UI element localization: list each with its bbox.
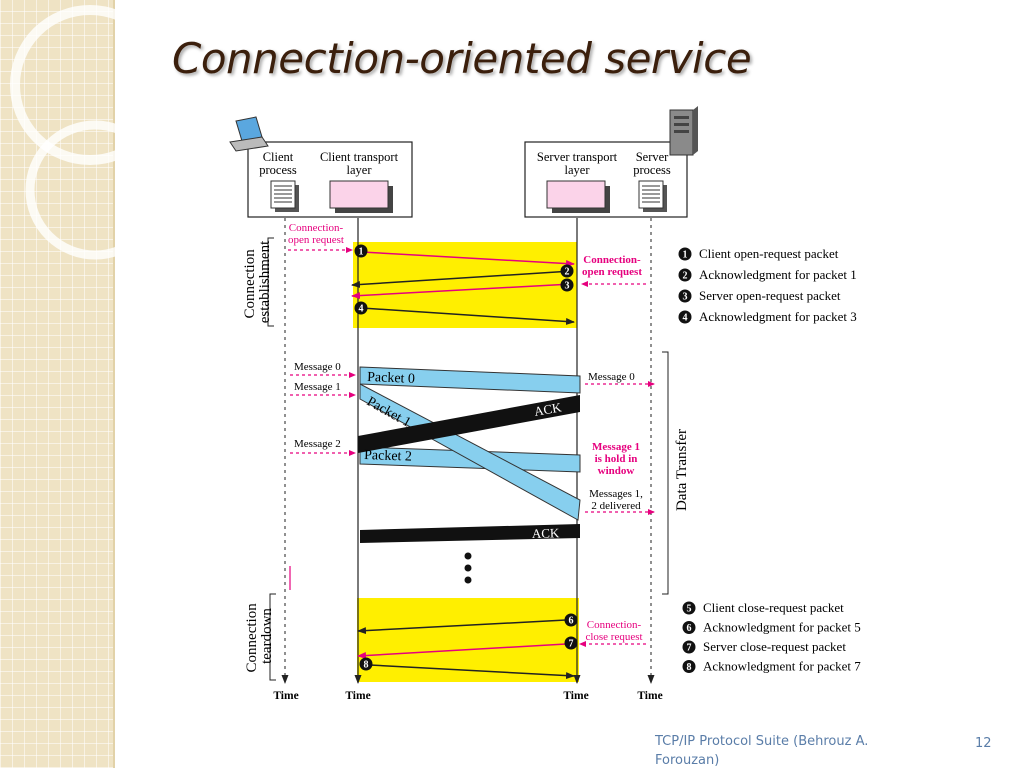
- legend-open-text-1: Client open-request packet: [699, 246, 839, 261]
- svg-text:7: 7: [569, 639, 574, 650]
- laptop-icon: [229, 116, 269, 152]
- decorative-arcs: [10, 5, 170, 260]
- ack-2-label: ACK: [532, 525, 560, 541]
- legend-close-marker-7: 7: [682, 640, 696, 654]
- time-label-client-process: Time: [273, 690, 298, 702]
- message-0-deliver-note: Message 0: [588, 371, 635, 383]
- message-arrows: [290, 372, 655, 515]
- step-marker-8: 8: [359, 657, 373, 671]
- svg-text:2: 2: [565, 267, 570, 278]
- svg-text:1: 1: [359, 247, 364, 258]
- delivered-note: Messages 1,2 delivered: [589, 488, 643, 512]
- message-0-note: Message 0: [294, 361, 341, 373]
- message-1-note: Message 1: [294, 381, 341, 393]
- packet-1-band: [359, 383, 581, 521]
- server-close-request-note: Connection-close request: [585, 619, 642, 643]
- client-document-icon: [270, 180, 299, 212]
- message-2-note: Message 2: [294, 438, 341, 450]
- packet-0-band: [359, 366, 581, 394]
- server-tower-icon: [669, 106, 698, 156]
- legend-close-marker-5: 5: [682, 601, 696, 615]
- continuation-dots: [464, 552, 472, 584]
- svg-text:4: 4: [683, 313, 688, 324]
- step-marker-1: 1: [354, 244, 368, 258]
- packet-2-label: Packet 2: [364, 448, 412, 465]
- svg-text:3: 3: [683, 292, 688, 303]
- legend-open-marker-3: 3: [678, 289, 692, 303]
- step-marker-4: 4: [354, 301, 368, 315]
- step-marker-2: 2: [560, 264, 574, 278]
- svg-text:8: 8: [364, 660, 369, 671]
- svg-text:5: 5: [687, 604, 692, 615]
- svg-text:8: 8: [687, 662, 692, 673]
- establishment-bracket: [267, 237, 274, 327]
- server-transport-box: [546, 180, 610, 213]
- teardown-bracket: [269, 593, 276, 681]
- legend-open-text-3: Server open-request packet: [699, 288, 841, 303]
- legend-open-text-4: Acknowledgment for packet 3: [699, 309, 857, 324]
- ack-1-band: [358, 395, 580, 453]
- legend-close-marker-8: 8: [682, 660, 696, 673]
- legend-close-text-5: Client close-request packet: [703, 600, 844, 615]
- ack-1-label: ACK: [533, 399, 563, 419]
- svg-text:4: 4: [359, 304, 364, 315]
- packet-bands: [358, 366, 581, 543]
- svg-text:2: 2: [683, 271, 688, 282]
- ack-2-band: [360, 524, 580, 543]
- timelines: [281, 218, 655, 684]
- legend-open-text-2: Acknowledgment for packet 1: [699, 267, 857, 282]
- establishment-arrows: [351, 251, 575, 325]
- step-marker-3: 3: [560, 278, 574, 292]
- legend-open-marker-2: 2: [678, 268, 692, 282]
- page-number: 12: [975, 736, 992, 751]
- svg-text:3: 3: [565, 281, 570, 292]
- svg-text:6: 6: [569, 616, 574, 627]
- sidebar-divider: [113, 0, 115, 768]
- legend-open-marker-4: 4: [678, 310, 692, 324]
- svg-text:7: 7: [687, 643, 692, 654]
- establishment-highlight: [353, 242, 577, 328]
- client-transport-box: [329, 180, 393, 213]
- teardown-label: Connection teardown: [244, 600, 275, 673]
- legend-close-text-8: Acknowledgment for packet 7: [703, 659, 861, 674]
- server-document-icon: [638, 180, 667, 212]
- step-markers-teardown: 6 7 8: [359, 613, 578, 671]
- server-open-request-note: Connection-open request: [582, 254, 642, 278]
- packet-0-label: Packet 0: [367, 370, 415, 387]
- svg-text:1: 1: [683, 250, 688, 261]
- svg-text:6: 6: [687, 623, 692, 634]
- legend-open-marker-1: 1: [678, 247, 692, 261]
- time-label-server-transport: Time: [563, 690, 588, 702]
- footer-citation: TCP/IP Protocol Suite (Behrouz A. Forouz…: [655, 734, 869, 768]
- teardown-arrows: [357, 619, 575, 680]
- establishment-label: Connection establishment: [242, 240, 273, 323]
- step-marker-7: 7: [564, 636, 578, 650]
- legend-close-text-7: Server close-request packet: [703, 639, 846, 654]
- legend-close-marker-6: 6: [682, 621, 696, 634]
- data-transfer-label: Data Transfer: [674, 429, 690, 511]
- legend-close-text-6: Acknowledgment for packet 5: [703, 620, 861, 635]
- step-markers-establishment: 1 2 3 4: [354, 244, 574, 315]
- step-marker-6: 6: [564, 613, 578, 627]
- slide-title: Connection-oriented service: [172, 34, 752, 83]
- establishment-dashed: [288, 247, 646, 287]
- time-label-server-process: Time: [637, 690, 662, 702]
- client-open-request-note: Connection-open request: [288, 222, 344, 246]
- teardown-highlight: [357, 598, 579, 682]
- time-label-client-transport: Time: [345, 690, 370, 702]
- data-transfer-bracket: [662, 351, 669, 595]
